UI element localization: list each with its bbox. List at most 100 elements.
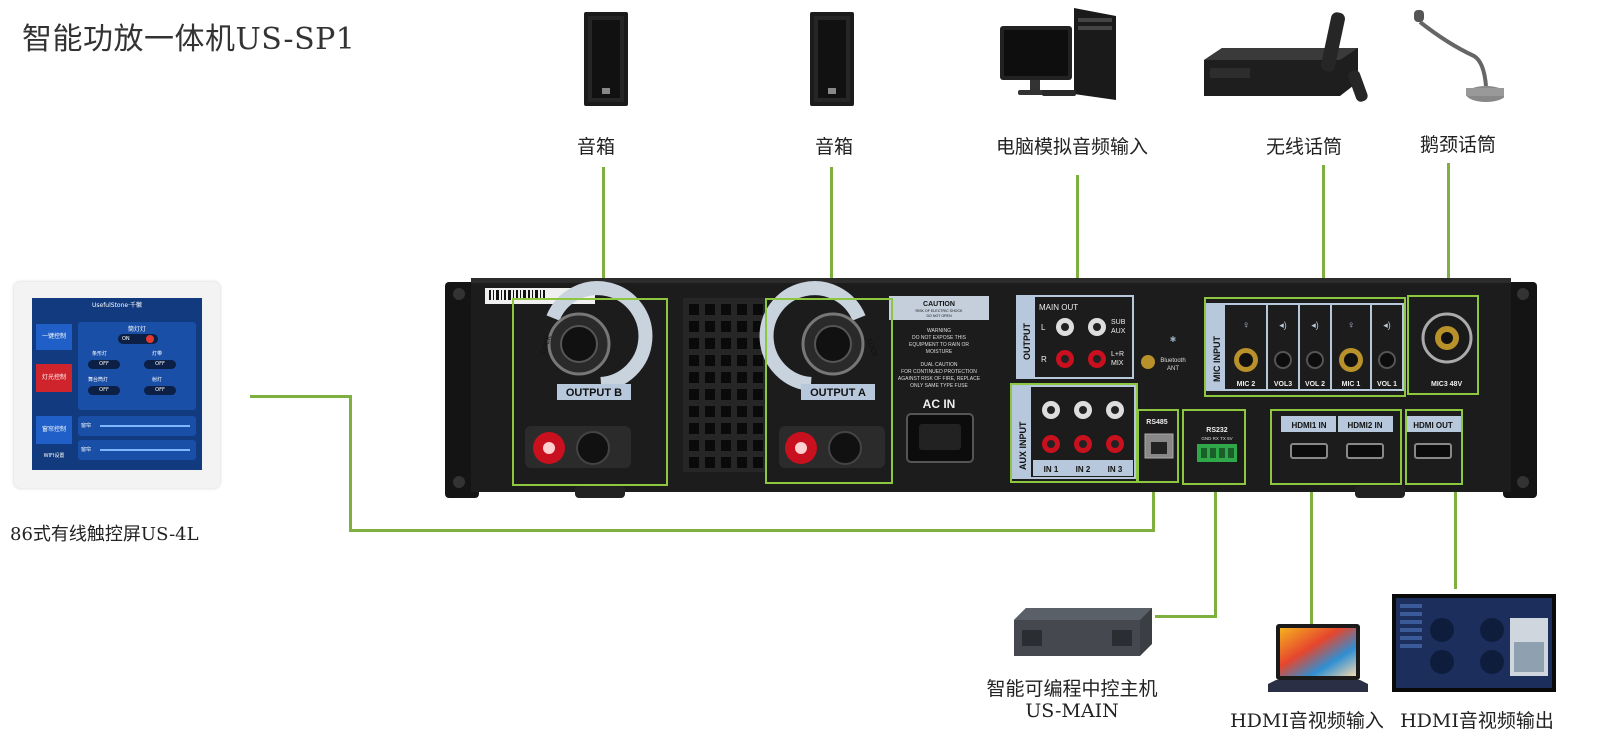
vent-slot: [705, 457, 715, 468]
vent-slot: [753, 338, 763, 349]
touch-btn-curtain[interactable]: 窗帘控制: [36, 416, 72, 444]
wire-hdmi-out: [1454, 484, 1457, 589]
central-control-label-1: 智能可编程中控主机: [986, 678, 1158, 700]
touch-section-title: 筒灯灯: [127, 326, 146, 333]
aux-input-label: AUX INPUT: [1018, 421, 1028, 470]
touch-on-toggle[interactable]: ON: [118, 334, 158, 344]
central-control-label-2: US-MAIN: [1025, 700, 1119, 722]
touch-panel-label: 86式有线触控屏US-4L: [10, 524, 199, 545]
main-out-l: L: [1041, 323, 1046, 332]
amplifier-rear-panel: OUTPUT B LOCK OUTPUT A LOCK CAUTION RISK…: [445, 278, 1537, 498]
wire-touch-h1: [250, 395, 352, 398]
rs232-label: RS232: [1206, 427, 1228, 434]
svg-text:◂): ◂): [1279, 320, 1287, 330]
vent-slot: [721, 406, 731, 417]
vent-slot: [753, 440, 763, 451]
output-b-label: OUTPUT B: [566, 387, 622, 399]
vent-slot: [753, 355, 763, 366]
touch-btn-light[interactable]: 灯光控制: [36, 364, 72, 392]
vent-slot: [705, 304, 715, 315]
in2-label: IN 2: [1076, 465, 1091, 474]
touch-on-indicator: [146, 335, 154, 343]
vent-slot: [721, 440, 731, 451]
warning-4: MOISTURE: [926, 349, 953, 355]
vent-slot: [705, 355, 715, 366]
speaker-2-image: [810, 12, 854, 106]
sub-label: SUB: [1111, 319, 1126, 326]
touch-curtain-1: 窗帘: [81, 423, 92, 429]
touch-curtain-slider-1[interactable]: [100, 425, 190, 427]
touch-belt-toggle[interactable]: OFF: [144, 360, 176, 369]
vent-slot: [737, 321, 747, 332]
vent-slot: [721, 372, 731, 383]
hdmi2-in-label: HDMI2 IN: [1347, 421, 1382, 430]
touch-strip-toggle[interactable]: OFF: [88, 360, 120, 369]
wire-touch-h2: [349, 529, 1155, 532]
fuse-2: AGAINST RISK OF FIRE, REPLACE: [898, 376, 981, 382]
svg-text:◂): ◂): [1311, 320, 1319, 330]
display-image: [1392, 594, 1556, 692]
vent-slot: [753, 304, 763, 315]
vent-slot: [737, 406, 747, 417]
bluetooth-label: Bluetooth: [1160, 358, 1185, 364]
mic-input-label: MIC INPUT: [1212, 336, 1222, 383]
vent-slot: [689, 338, 699, 349]
speaker-1-image: [584, 12, 628, 106]
vent-slot: [721, 355, 731, 366]
mix-label: MIX: [1111, 360, 1124, 367]
vent-slot: [721, 423, 731, 434]
hdmi-out-label: HDMI OUT: [1413, 421, 1453, 430]
dual-caution: DUAL CAUTION: [920, 362, 957, 368]
touch-curtain-slider-2[interactable]: [100, 449, 190, 451]
vent-slot: [737, 440, 747, 451]
touch-spot-toggle[interactable]: OFF: [144, 386, 176, 395]
speaker-1-label: 音箱: [576, 136, 615, 158]
pc-input-label: 电脑模拟音频输入: [995, 136, 1148, 158]
ac-in-label: AC IN: [923, 397, 956, 411]
warning-3: EQUIPMENT TO RAIN OR: [909, 342, 969, 348]
wire-hdmi-in: [1310, 484, 1313, 624]
warning-2: DO NOT EXPOSE THIS: [912, 335, 967, 341]
gooseneck-mic-image: [1414, 10, 1504, 102]
touch-curtain-row-2: 窗帘: [78, 440, 196, 460]
mic1-label: MIC 1: [1342, 381, 1361, 388]
rs232-pins: GND RX TX 5V: [1201, 436, 1232, 441]
speaker-2-label: 音箱: [814, 136, 853, 158]
touch-stage-toggle[interactable]: OFF: [88, 386, 120, 395]
vent-slot: [689, 304, 699, 315]
central-control-image: [1014, 608, 1152, 656]
touch-btn-wifi[interactable]: WIFI设置: [43, 453, 65, 459]
vent-slot: [689, 440, 699, 451]
vent-slot: [737, 304, 747, 315]
main-out-label: MAIN OUT: [1039, 303, 1078, 312]
hdmi-in-device-label: HDMI音视频输入: [1230, 710, 1384, 732]
touch-strip-label: 条形灯: [92, 351, 108, 357]
vent-slot: [705, 440, 715, 451]
output-block-label: OUTPUT: [1022, 323, 1032, 361]
fuse-3: ONLY SAME TYPE FUSE: [910, 383, 968, 389]
in3-label: IN 3: [1108, 465, 1123, 474]
vent-slot: [705, 372, 715, 383]
vent-slot: [753, 406, 763, 417]
wire-rs232-h: [1155, 615, 1217, 618]
touch-curtain-2: 窗帘: [81, 447, 92, 453]
gooseneck-mic-label: 鹅颈话筒: [1419, 134, 1496, 156]
vent-slot: [705, 423, 715, 434]
computer-image: [1000, 8, 1116, 100]
in1-label: IN 1: [1044, 465, 1059, 474]
vent-slot: [705, 321, 715, 332]
wire-wireless-mic: [1322, 165, 1325, 300]
vent-slot: [721, 304, 731, 315]
vent-slot: [753, 321, 763, 332]
touch-btn-one-key[interactable]: 一键控制: [36, 324, 72, 350]
wire-touch-v2: [1152, 484, 1155, 532]
vent-slot: [689, 321, 699, 332]
page-title: 智能功放一体机US-SP1: [22, 22, 356, 57]
vent-slot: [753, 423, 763, 434]
output-a-label: OUTPUT A: [810, 387, 866, 399]
touch-belt-label: 灯带: [152, 351, 163, 357]
vent-slot: [737, 423, 747, 434]
vent-slot: [689, 389, 699, 400]
hdmi-out-device-label: HDMI音视频输出: [1400, 710, 1554, 732]
vent-slot: [737, 372, 747, 383]
